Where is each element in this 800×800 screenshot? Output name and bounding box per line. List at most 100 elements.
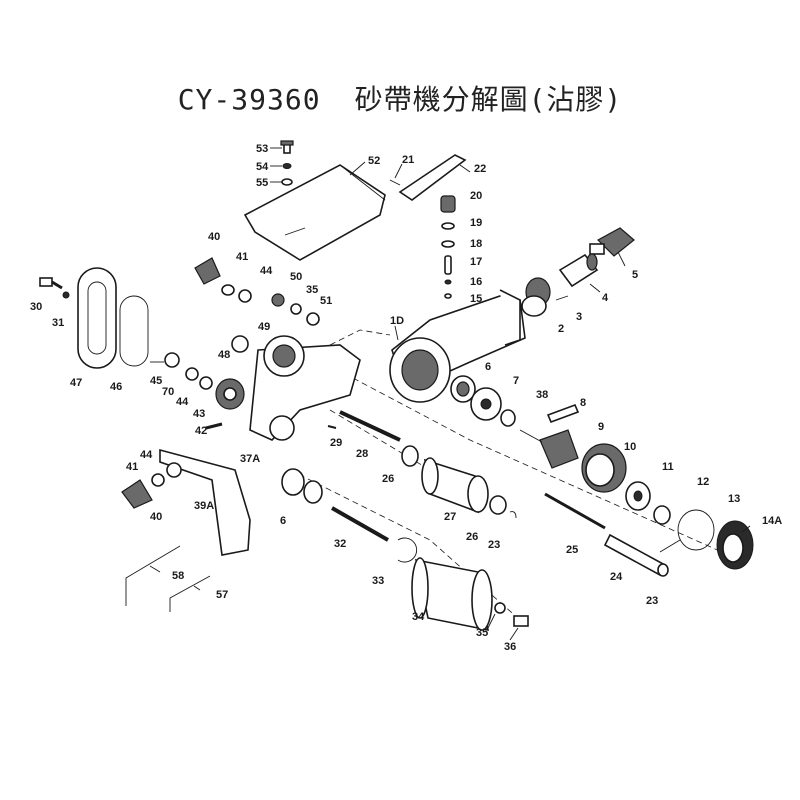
leader-lines bbox=[149, 147, 751, 641]
part-number-label: 57 bbox=[216, 589, 228, 601]
part-number-label: 31 bbox=[52, 317, 64, 329]
part-24-roller bbox=[603, 533, 669, 577]
part-22-handle bbox=[389, 154, 467, 201]
part-40b-knob bbox=[121, 479, 153, 509]
part-46-belt bbox=[119, 295, 149, 367]
part-number-label: 37A bbox=[240, 453, 260, 465]
part-51-washer bbox=[306, 312, 320, 326]
part-8-vane bbox=[546, 403, 580, 424]
part-number-label: 4 bbox=[602, 292, 609, 304]
part-4-bushing bbox=[558, 253, 599, 288]
part-20-valve-stack bbox=[440, 195, 456, 299]
part-45-nut bbox=[164, 352, 180, 368]
part-number-label: 24 bbox=[610, 571, 623, 583]
part-70-washer bbox=[185, 367, 199, 381]
part-6b-bearing bbox=[281, 468, 323, 504]
part-number-label: 18 bbox=[470, 238, 482, 250]
part-number-label: 10 bbox=[624, 441, 636, 453]
part-number-label: 35 bbox=[306, 284, 318, 296]
part-29-pin bbox=[327, 425, 337, 429]
part-number-label: 15 bbox=[470, 293, 482, 305]
part-number-label: 14A bbox=[762, 515, 782, 527]
part-number-label: 43 bbox=[193, 408, 205, 420]
part-44-washer bbox=[238, 289, 252, 303]
part-number-label: 51 bbox=[320, 295, 332, 307]
part-number-label: 19 bbox=[470, 217, 482, 229]
part-41b-washer bbox=[151, 473, 165, 487]
part-number-label: 23 bbox=[646, 595, 658, 607]
part-36-bolt bbox=[513, 615, 529, 627]
part-number-label: 44 bbox=[176, 396, 189, 408]
model-number: CY-39360 bbox=[177, 83, 321, 116]
part-number-label: 70 bbox=[162, 386, 174, 398]
part-32-shaft bbox=[331, 506, 389, 542]
part-12-bearing bbox=[653, 505, 671, 525]
part-37A-arm bbox=[249, 335, 361, 441]
part-34-contact-wheel bbox=[411, 557, 493, 632]
part-number-label: 29 bbox=[330, 437, 342, 449]
part-53-screw bbox=[280, 140, 294, 186]
part-number-label: 21 bbox=[402, 154, 414, 166]
part-47-belt-cover bbox=[77, 267, 117, 369]
part-number-label: 35 bbox=[476, 627, 488, 639]
part-number-label: 28 bbox=[356, 448, 368, 460]
part-26-bearing bbox=[401, 445, 419, 467]
part-58-hex-key bbox=[125, 545, 181, 606]
part-number-label: 20 bbox=[470, 190, 482, 202]
part-number-label: 6 bbox=[280, 515, 286, 527]
part-number-label: 42 bbox=[195, 425, 207, 437]
part-number-label: 2 bbox=[558, 323, 564, 335]
part-number-label: 40 bbox=[150, 511, 162, 523]
part-number-label: 49 bbox=[258, 321, 270, 333]
part-11-plate bbox=[625, 481, 651, 511]
assembly-axis-lines bbox=[289, 329, 741, 621]
part-30-bolt bbox=[39, 277, 63, 290]
part-number-label: 11 bbox=[662, 461, 674, 473]
part-number-label: 41 bbox=[126, 461, 138, 473]
part-number-label: 40 bbox=[208, 231, 220, 243]
part-number-label: 52 bbox=[368, 155, 380, 167]
part-35b-washer bbox=[494, 602, 506, 614]
part-number-label: 23 bbox=[488, 539, 500, 551]
part-number-label: 32 bbox=[334, 538, 346, 550]
part-number-label: 33 bbox=[372, 575, 384, 587]
part-number-label: 16 bbox=[470, 276, 482, 288]
part-number-label: 13 bbox=[728, 493, 740, 505]
part-number-label: 54 bbox=[256, 161, 269, 173]
part-2-disc bbox=[521, 277, 569, 317]
part-41-washer bbox=[221, 284, 235, 296]
part-1D-housing bbox=[389, 289, 526, 403]
part-number-label: 45 bbox=[150, 375, 162, 387]
part-number-label: 3 bbox=[576, 311, 582, 323]
part-number-label: 5 bbox=[632, 269, 638, 281]
part-number-label: 22 bbox=[474, 163, 486, 175]
part-number-label: 41 bbox=[236, 251, 248, 263]
part-7-plate bbox=[470, 387, 502, 421]
part-number-label: 26 bbox=[382, 473, 394, 485]
part-number-label: 58 bbox=[172, 570, 184, 582]
diagram-title: CY-39360 砂帶機分解圖(沾膠) bbox=[0, 78, 800, 118]
part-40-knob bbox=[194, 257, 221, 285]
part-44b-washer bbox=[199, 376, 213, 390]
part-number-label: 12 bbox=[697, 476, 709, 488]
part-number-label: 39A bbox=[194, 500, 214, 512]
part-number-label: 50 bbox=[290, 271, 302, 283]
part-52-cover bbox=[243, 164, 386, 261]
part-number-label: 8 bbox=[580, 397, 586, 409]
part-number-label: 9 bbox=[598, 421, 604, 433]
part-43-pulley bbox=[215, 378, 245, 410]
part-number-label: 1D bbox=[390, 315, 404, 327]
diagram-title-text: 砂帶機分解圖(沾膠) bbox=[354, 83, 623, 116]
part-number-label: 44 bbox=[260, 265, 273, 277]
part-number-label: 17 bbox=[470, 256, 482, 268]
part-number-label: 47 bbox=[70, 377, 82, 389]
part-number-label: 7 bbox=[513, 375, 519, 387]
part-23-clip bbox=[509, 511, 517, 519]
part-number-label: 44 bbox=[140, 449, 153, 461]
part-number-label: 26 bbox=[466, 531, 478, 543]
part-42-pin bbox=[205, 422, 223, 430]
part-57-hex-key bbox=[169, 575, 211, 612]
part-28-axle bbox=[339, 410, 401, 442]
